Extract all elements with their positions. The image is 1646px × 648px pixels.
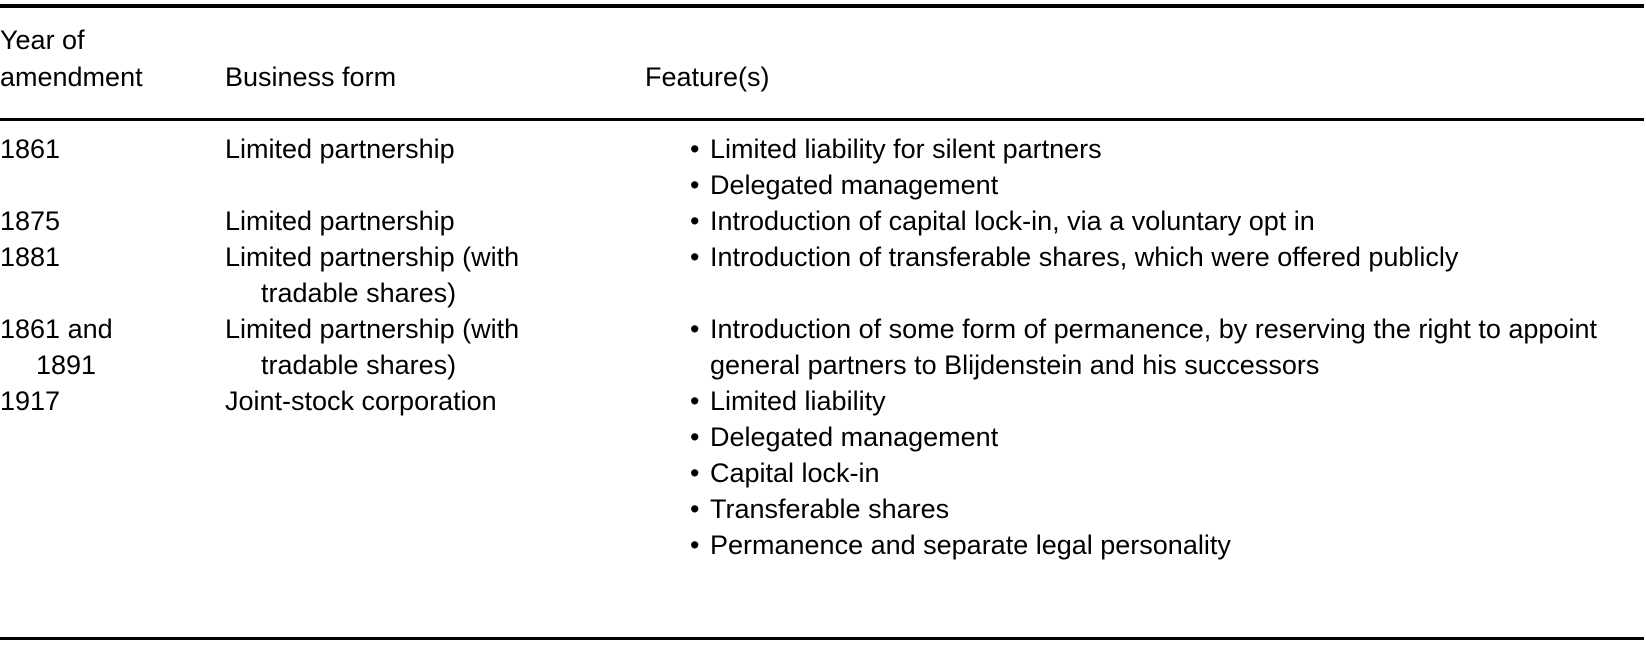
feature-list-item: • Permanence and separate legal personali…: [645, 527, 1646, 563]
bullet-icon: •: [690, 494, 700, 524]
column-header-year: Year of amendment: [0, 22, 225, 96]
cell-business-form-line: Limited partnership: [225, 134, 455, 164]
cell-features: • Introduction of some form of permanence…: [645, 311, 1646, 383]
feature-text: Limited liability: [710, 386, 886, 416]
cell-year-of-amendment: 1875: [0, 203, 225, 239]
cell-business-form: Limited partnership (with tradable shares…: [225, 239, 645, 311]
cell-business-form-line: Joint-stock corporation: [225, 386, 497, 416]
feature-text: Delegated management: [710, 170, 999, 200]
cell-year-line: 1917: [0, 386, 61, 416]
bullet-icon: •: [690, 530, 700, 560]
feature-list: • Introduction of some form of permanence…: [645, 311, 1646, 383]
bullet-icon: •: [690, 422, 700, 452]
cell-year-line: 1891: [36, 350, 97, 380]
bullet-icon: •: [690, 134, 700, 164]
feature-list-item: • Introduction of capital lock-in, via a …: [645, 203, 1646, 239]
cell-business-form: Joint-stock corporation: [225, 383, 645, 563]
bullet-icon: •: [690, 242, 700, 272]
feature-list-item: • Introduction of transferable shares, wh…: [645, 239, 1646, 275]
cell-year-of-amendment: 1861: [0, 131, 225, 203]
cell-year-line: 1881: [0, 242, 61, 272]
feature-list-item: • Limited liability: [645, 383, 1646, 419]
cell-year-of-amendment: 1881: [0, 239, 225, 311]
feature-list-item: • Delegated management: [645, 167, 1646, 203]
cell-business-form-line: Limited partnership (with: [225, 314, 520, 344]
feature-text: Introduction of some form of permanence,…: [710, 314, 1597, 380]
table-row: 1875 Limited partnership • Introduction of …: [0, 203, 1646, 239]
feature-text: Introduction of capital lock-in, via a v…: [710, 206, 1315, 236]
table-row: 1861 and 1891 Limited partnership (with tra…: [0, 311, 1646, 383]
feature-text: Capital lock-in: [710, 458, 880, 488]
cell-year-of-amendment: 1861 and 1891: [0, 311, 225, 383]
cell-business-form: Limited partnership: [225, 131, 645, 203]
bullet-icon: •: [690, 386, 700, 416]
cell-business-form: Limited partnership: [225, 203, 645, 239]
feature-list-item: • Delegated management: [645, 419, 1646, 455]
header-row: Year of amendment Business form Feature(…: [0, 22, 1646, 96]
cell-features: • Introduction of transferable shares, wh…: [645, 239, 1646, 311]
cell-year-of-amendment: 1917: [0, 383, 225, 563]
table-row: 1861 Limited partnership • Limited liabilit…: [0, 131, 1646, 203]
feature-list: • Introduction of capital lock-in, via a …: [645, 203, 1646, 239]
feature-text: Introduction of transferable shares, whi…: [710, 242, 1459, 272]
cell-business-form-line: Limited partnership: [225, 206, 455, 236]
bullet-icon: •: [690, 314, 700, 344]
feature-text: Transferable shares: [710, 494, 950, 524]
cell-features: • Limited liability for silent partners • D…: [645, 131, 1646, 203]
cell-year-line: 1875: [0, 206, 61, 236]
bullet-icon: •: [690, 170, 700, 200]
feature-list: •Limited liability•Delegated management•…: [645, 383, 1646, 563]
cell-business-form-line: tradable shares): [261, 350, 457, 380]
feature-list-item: • Capital lock-in: [645, 455, 1646, 491]
table-row: 1917 Joint-stock corporation • Limited liab…: [0, 383, 1646, 563]
feature-list-item: • Limited liability for silent partners: [645, 131, 1646, 167]
column-header-features-label: Feature(s): [645, 62, 770, 92]
cell-features: •Limited liability•Delegated management•…: [645, 383, 1646, 563]
table-top-rule: [0, 4, 1644, 8]
cell-business-form-line: tradable shares): [261, 278, 457, 308]
bullet-icon: •: [690, 458, 700, 488]
feature-text: Permanence and separate legal personalit…: [710, 530, 1231, 560]
table-row: 1881 Limited partnership (with tradable sh…: [0, 239, 1646, 311]
feature-list-item: • Introduction of some form of permanence…: [645, 311, 1646, 383]
table-header-grid: Year of amendment Business form Feature(…: [0, 22, 1646, 96]
cell-year-line: 1861 and: [0, 314, 113, 344]
bullet-icon: •: [690, 206, 700, 236]
feature-text: Delegated management: [710, 422, 999, 452]
cell-features: • Introduction of capital lock-in, via a …: [645, 203, 1646, 239]
column-header-business-form: Business form: [225, 22, 645, 96]
cell-business-form: Limited partnership (with tradable shares…: [225, 311, 645, 383]
column-header-features: Feature(s): [645, 22, 1646, 96]
cell-business-form-line: Limited partnership (with: [225, 242, 520, 272]
feature-text: Limited liability for silent partners: [710, 134, 1102, 164]
feature-list: • Limited liability for silent partners • D…: [645, 131, 1646, 203]
column-header-year-line-1: Year of: [0, 25, 85, 55]
feature-list-item: • Transferable shares: [645, 491, 1646, 527]
feature-list: • Introduction of transferable shares, wh…: [645, 239, 1646, 275]
table-header-rule: [0, 118, 1644, 121]
column-header-year-line-2: amendment: [0, 62, 143, 92]
column-header-business-form-label: Business form: [225, 62, 397, 92]
cell-year-line: 1861: [0, 134, 61, 164]
table-bottom-rule: [0, 637, 1644, 640]
